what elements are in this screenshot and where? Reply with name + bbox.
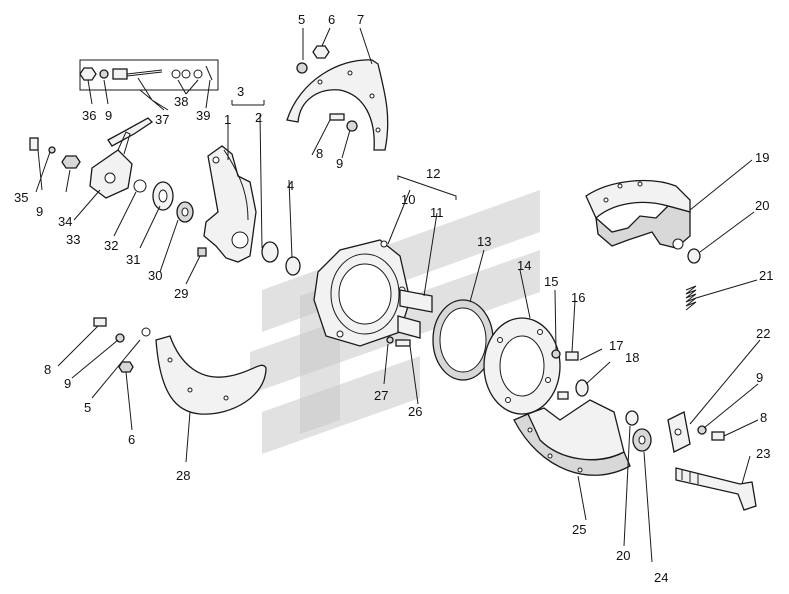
label-13: 13 [477, 234, 491, 249]
label-2: 2 [255, 110, 262, 125]
label-31: 31 [126, 252, 140, 267]
label-38: 38 [174, 94, 188, 109]
part-10-brake-spider [313, 239, 411, 347]
label-19: 19 [755, 150, 769, 165]
part-22-bracket [667, 411, 691, 453]
part-35-bolt [29, 137, 56, 154]
parts-5-6-8-9-left [93, 317, 151, 373]
label-8-right: 8 [760, 410, 767, 425]
part-19-upper-brake-shoe [585, 179, 691, 250]
part-20-upper-washer [687, 248, 701, 264]
label-21: 21 [759, 268, 773, 283]
label-23: 23 [756, 446, 770, 461]
label-26: 26 [408, 404, 422, 419]
part-8-9-shield-bolt [329, 113, 358, 132]
label-29: 29 [174, 286, 188, 301]
part-23-camshaft [675, 467, 757, 511]
label-12: 12 [426, 166, 440, 181]
label-9-top: 9 [336, 156, 343, 171]
label-17: 17 [609, 338, 623, 353]
part-4-seal-ring [285, 256, 301, 276]
label-20-lower: 20 [616, 548, 630, 563]
part-34-nut [61, 155, 81, 169]
label-37: 37 [155, 112, 169, 127]
label-9-kit: 9 [105, 108, 112, 123]
part-20-lower-washer [625, 410, 639, 426]
part-33-adjuster-body [89, 131, 133, 199]
label-18: 18 [625, 350, 639, 365]
part-2-bushing [261, 241, 279, 263]
label-9-left: 9 [64, 376, 71, 391]
label-8-left: 8 [44, 362, 51, 377]
label-7: 7 [357, 12, 364, 27]
label-8-top: 8 [316, 146, 323, 161]
label-27: 27 [374, 388, 388, 403]
parts-36-39-kit [79, 59, 219, 91]
label-10: 10 [401, 192, 415, 207]
label-1: 1 [224, 112, 231, 127]
label-20-upper: 20 [755, 198, 769, 213]
part-number-labels: 1 2 3 4 5 6 7 8 9 10 11 12 13 14 15 16 1… [14, 12, 773, 585]
label-28: 28 [176, 468, 190, 483]
label-34: 34 [58, 214, 72, 229]
part-25-lower-brake-shoe [513, 399, 631, 476]
parts-30-32-washers [133, 179, 194, 223]
label-4: 4 [287, 178, 294, 193]
part-6-nut-top [312, 45, 330, 59]
label-36: 36 [82, 108, 96, 123]
label-24: 24 [654, 570, 668, 585]
label-35: 35 [14, 190, 28, 205]
label-33: 33 [66, 232, 80, 247]
leader-lines [35, 27, 761, 563]
label-30: 30 [148, 268, 162, 283]
label-9-right: 9 [756, 370, 763, 385]
label-14: 14 [517, 258, 531, 273]
label-32: 32 [104, 238, 118, 253]
part-14-hub-flange [483, 317, 561, 415]
part-21-spring [685, 285, 697, 311]
part-29-grease-fitting [197, 247, 207, 257]
label-5-top: 5 [298, 12, 305, 27]
part-7-upper-dust-shield [286, 59, 389, 151]
label-25: 25 [572, 522, 586, 537]
part-5-bolt-top [296, 62, 308, 74]
label-3: 3 [237, 84, 244, 99]
label-6-top: 6 [328, 12, 335, 27]
label-6-left: 6 [128, 432, 135, 447]
label-39: 39 [196, 108, 210, 123]
parts-26-27-bolts [386, 336, 411, 347]
part-1-camshaft-bracket [203, 145, 257, 263]
part-24-bearing [632, 428, 652, 452]
label-22: 22 [756, 326, 770, 341]
label-16: 16 [571, 290, 585, 305]
part-28-lower-dust-shield [155, 335, 267, 415]
label-15: 15 [544, 274, 558, 289]
part-37-lever-rod [107, 117, 154, 147]
parts-8-9-right [697, 425, 725, 441]
label-11: 11 [430, 205, 444, 220]
label-5-left: 5 [84, 400, 91, 415]
label-9-lever: 9 [36, 204, 43, 219]
